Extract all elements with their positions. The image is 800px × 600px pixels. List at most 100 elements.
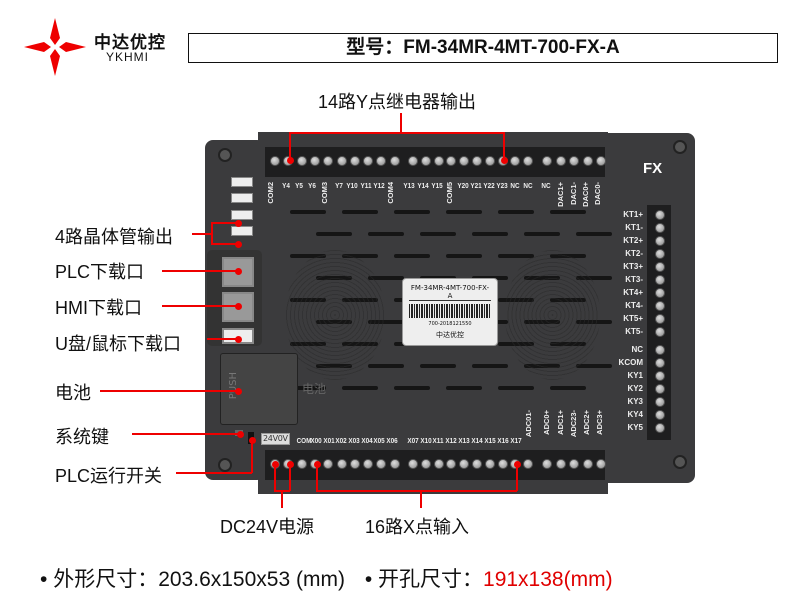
battery-cover[interactable]: PUSH: [220, 353, 298, 425]
terminal-screw[interactable]: [459, 156, 470, 166]
terminal-label: Y23: [496, 181, 508, 190]
terminal-screw[interactable]: [655, 288, 665, 298]
terminal-screw[interactable]: [420, 459, 431, 469]
terminal-label: ADC23-: [569, 410, 578, 438]
label-plc-port: PLC下载口: [55, 262, 145, 282]
terminal-screw[interactable]: [655, 223, 665, 233]
terminal-screw[interactable]: [555, 156, 566, 166]
terminal-screw[interactable]: [389, 459, 400, 469]
terminal-label: X04: [361, 436, 373, 445]
terminal-screw[interactable]: [655, 210, 665, 220]
hmi-usb-port[interactable]: [222, 292, 254, 322]
terminal-label: X12: [445, 436, 457, 445]
terminal-label: Y7: [335, 181, 343, 190]
model-title: 型号：FM-34MR-4MT-700-FX-A: [188, 33, 778, 63]
terminal-label: KY3: [627, 397, 643, 406]
terminal-screw[interactable]: [523, 459, 534, 469]
terminal-screw[interactable]: [296, 459, 307, 469]
product-sticker: FM-34MR-4MT-700-FX-A 700-2018121550 中达优控: [402, 278, 498, 346]
terminal-screw[interactable]: [484, 459, 495, 469]
terminal-screw[interactable]: [542, 156, 552, 166]
terminal-screw[interactable]: [569, 459, 579, 469]
terminal-screw[interactable]: [655, 371, 665, 381]
terminal-label: KY2: [627, 384, 643, 393]
vent-slot: [446, 210, 482, 214]
terminal-screw[interactable]: [655, 384, 665, 394]
terminal-screw[interactable]: [363, 459, 374, 469]
terminal-screw[interactable]: [655, 327, 665, 337]
terminal-label: KT1-: [625, 223, 643, 232]
terminal-screw[interactable]: [655, 249, 665, 259]
vent-slot: [394, 254, 430, 258]
terminal-screw[interactable]: [363, 156, 374, 166]
terminal-screw[interactable]: [655, 301, 665, 311]
terminal-screw[interactable]: [408, 156, 418, 166]
terminal-screw[interactable]: [349, 459, 360, 469]
terminal-screw[interactable]: [433, 459, 444, 469]
terminal-screw[interactable]: [510, 156, 521, 166]
terminal-screw[interactable]: [459, 459, 470, 469]
terminal-screw[interactable]: [433, 156, 444, 166]
terminal-screw[interactable]: [472, 156, 482, 166]
terminal-screw[interactable]: [655, 314, 665, 324]
terminal-screw[interactable]: [336, 156, 347, 166]
terminal-screw[interactable]: [446, 459, 457, 469]
terminal-label: X16: [497, 436, 509, 445]
terminal-screw[interactable]: [420, 156, 431, 166]
side-label-fx: FX: [643, 160, 663, 177]
vent-slot: [498, 210, 534, 214]
terminal-screw[interactable]: [542, 459, 552, 469]
vent-slot: [342, 210, 378, 214]
terminal-screw[interactable]: [408, 459, 418, 469]
terminal-screw[interactable]: [655, 275, 665, 285]
terminal-screw[interactable]: [497, 459, 508, 469]
terminal-screw[interactable]: [270, 156, 280, 166]
terminal-screw[interactable]: [309, 156, 320, 166]
terminal-label: KT5-: [625, 327, 643, 336]
terminal-screw[interactable]: [349, 156, 360, 166]
terminal-screw[interactable]: [555, 459, 566, 469]
spec-footer: • 外形尺寸：203.6x150x53 (mm) • 开孔尺寸：191x138(…: [40, 563, 613, 593]
terminal-screw[interactable]: [655, 423, 665, 433]
terminal-screw[interactable]: [596, 459, 606, 469]
terminal-label: DAC1-: [569, 182, 578, 205]
terminal-screw[interactable]: [296, 156, 307, 166]
terminal-screw[interactable]: [376, 459, 387, 469]
terminal-label: X06: [386, 436, 398, 445]
terminal-screw[interactable]: [376, 156, 387, 166]
label-transistor-output: 4路晶体管输出: [55, 227, 174, 247]
terminal-label: KY4: [627, 410, 643, 419]
terminal-screw[interactable]: [336, 459, 347, 469]
terminal-screw[interactable]: [655, 358, 665, 368]
terminal-screw[interactable]: [446, 156, 457, 166]
cutout-label: 开孔尺寸：: [378, 568, 484, 591]
terminal-screw[interactable]: [323, 459, 334, 469]
terminal-screw[interactable]: [484, 156, 495, 166]
terminal-screw[interactable]: [655, 236, 665, 246]
terminal-label: DAC0-: [593, 182, 602, 205]
terminal-label: KT1+: [623, 210, 643, 219]
terminal-screw[interactable]: [389, 156, 400, 166]
terminal-screw[interactable]: [582, 459, 593, 469]
terminal-screw[interactable]: [523, 156, 534, 166]
terminal-label: X13: [458, 436, 470, 445]
terminal-label: COM: [296, 436, 312, 445]
label-usb-port: U盘/鼠标下载口: [55, 334, 181, 354]
push-text: PUSH: [228, 372, 239, 400]
battery-text: 电池: [302, 382, 327, 396]
terminal-label: KY5: [627, 423, 643, 432]
terminal-screw[interactable]: [655, 410, 665, 420]
terminal-screw[interactable]: [655, 397, 665, 407]
power-terminal-label: 24V0V: [261, 433, 290, 445]
terminal-label: Y22: [483, 181, 495, 190]
terminal-screw[interactable]: [655, 262, 665, 272]
terminal-screw[interactable]: [582, 156, 593, 166]
label-battery: 电池: [55, 383, 91, 403]
terminal-screw[interactable]: [472, 459, 482, 469]
vent-slot: [472, 232, 508, 236]
terminal-screw[interactable]: [655, 345, 665, 355]
terminal-screw[interactable]: [596, 156, 606, 166]
terminal-screw[interactable]: [569, 156, 579, 166]
terminal-label: X05: [373, 436, 385, 445]
terminal-screw[interactable]: [323, 156, 334, 166]
